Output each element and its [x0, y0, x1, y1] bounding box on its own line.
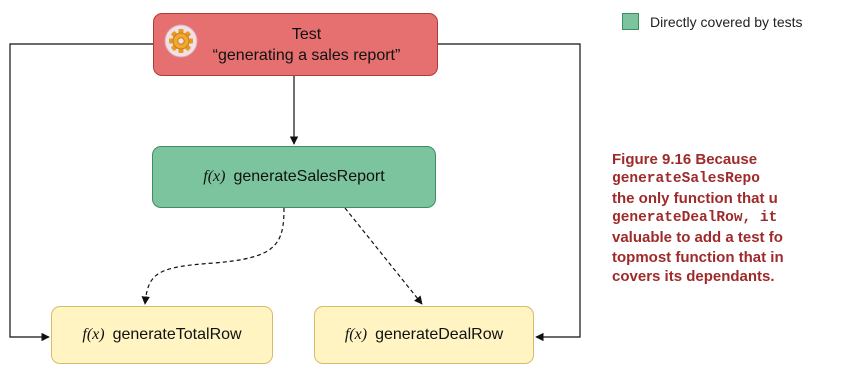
function-symbol: f(x) [82, 326, 105, 343]
arrow-test-to-deal-row [438, 43, 581, 342]
generate-deal-row-label: generateDealRow [375, 326, 504, 343]
caption-line: the only function that u [612, 190, 778, 207]
test-description: “generating a sales report” [212, 46, 401, 64]
function-symbol: f(x) [344, 326, 368, 343]
legend: Directly covered by tests [622, 13, 803, 30]
dashed-arrow-to-total-row [141, 207, 285, 305]
dashed-arrow-to-deal-row [344, 207, 423, 305]
legend-label: Directly covered by tests [650, 13, 803, 30]
generate-sales-report-node: f(x) generateSalesReport [152, 146, 436, 208]
generate-deal-row-node: f(x) generateDealRow [314, 306, 534, 364]
generate-total-row-node: f(x) generateTotalRow [51, 306, 273, 364]
test-title: Test [291, 25, 322, 43]
legend-swatch [622, 13, 639, 30]
generate-sales-report-label: generateSalesReport [233, 168, 385, 185]
caption-line: valuable to add a test fo [612, 229, 783, 246]
function-symbol: f(x) [203, 168, 226, 185]
arrow-test-to-total-row [9, 43, 153, 342]
caption-line: generateSalesRepo [612, 170, 760, 187]
caption-line: Figure 9.16 Because [612, 151, 758, 168]
generate-total-row-label: generateTotalRow [112, 326, 242, 343]
test-node: Test “generating a sales report” [153, 13, 438, 76]
caption-line: topmost function that in [612, 248, 784, 266]
figure-caption: Figure 9.16 Because generateSalesRepo th… [612, 150, 862, 287]
caption-line: covers its dependants. [612, 268, 775, 285]
gear-icon [164, 24, 198, 58]
caption-line: generateDealRow, it [612, 209, 778, 226]
